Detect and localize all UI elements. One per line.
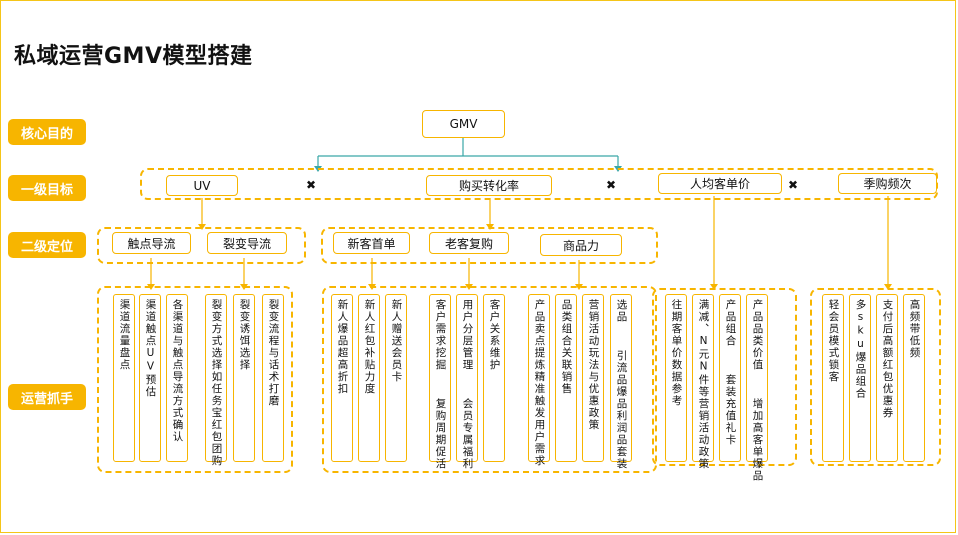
action-item: 品类组合关联销售 [555,294,577,462]
action-item: 用户分层管理 会员专属福利 [456,294,478,470]
action-item: 轻会员模式锁客 [822,294,844,462]
action-item: 满减、N元N件等营销活动政策 [692,294,714,470]
action-item: 新人赠送会员卡 [385,294,407,462]
level2-touchpoint-traffic: 触点导流 [112,232,191,254]
action-item: 客户需求挖掘 复购周期促活 [429,294,451,470]
level1-uv: UV [166,175,238,196]
actions-group-aov [652,288,797,466]
level2-traffic-container [97,227,306,264]
level2-conversion-container [321,227,658,264]
action-item: 选品 引流品爆品利润品套装 [610,294,632,470]
action-item: 渠道触点UV预估 [139,294,161,462]
action-item: 新人红包补贴力度 [358,294,380,462]
row-label-level1: 一级目标 [8,175,86,201]
action-item: 渠道流量盘点 [113,294,135,462]
level1-conversion-rate: 购买转化率 [426,175,552,196]
action-item: 裂变流程与话术打磨 [262,294,284,462]
action-item: 客户关系维护 [483,294,505,462]
multiply-icon: ✖ [788,178,799,192]
level1-avg-order-value: 人均客单价 [658,173,782,194]
row-label-actions: 运营抓手 [8,384,86,410]
actions-group-frequency [810,288,941,466]
level2-repeat-customer: 老客复购 [429,232,509,254]
action-item: 裂变诱饵选择 [233,294,255,462]
row-label-core: 核心目的 [8,119,86,145]
page-title: 私域运营GMV模型搭建 [14,44,253,69]
level1-purchase-frequency: 季购频次 [838,173,937,194]
action-item: 产品组合 套装充值礼卡 [719,294,741,462]
row-label-level2: 二级定位 [8,232,86,258]
level1-container [140,168,938,200]
action-item: 产品卖点提炼精准触发用户需求 [528,294,550,467]
action-item: 高频带低频 [903,294,925,462]
action-item: 营销活动玩法与优惠政策 [582,294,604,462]
action-item: 往期客单价数据参考 [665,294,687,462]
level2-fission-traffic: 裂变导流 [207,232,287,254]
action-item: 产品品类价值 增加高客单爆品 [746,294,768,482]
level2-new-customer: 新客首单 [333,232,410,254]
multiply-icon: ✖ [606,178,617,192]
action-item: 支付后高额红包优惠券 [876,294,898,462]
action-item: 裂变方式选择如任务宝红包团购 [205,294,227,467]
actions-group-uv [97,286,293,473]
action-item: 多sku爆品组合 [849,294,871,462]
multiply-icon: ✖ [306,178,317,192]
action-item: 新人爆品超高折扣 [331,294,353,462]
level2-product-power: 商品力 [540,234,622,256]
actions-group-conversion [322,286,657,473]
action-item: 各渠道与触点导流方式确认 [166,294,188,462]
gmv-node: GMV [422,110,505,138]
